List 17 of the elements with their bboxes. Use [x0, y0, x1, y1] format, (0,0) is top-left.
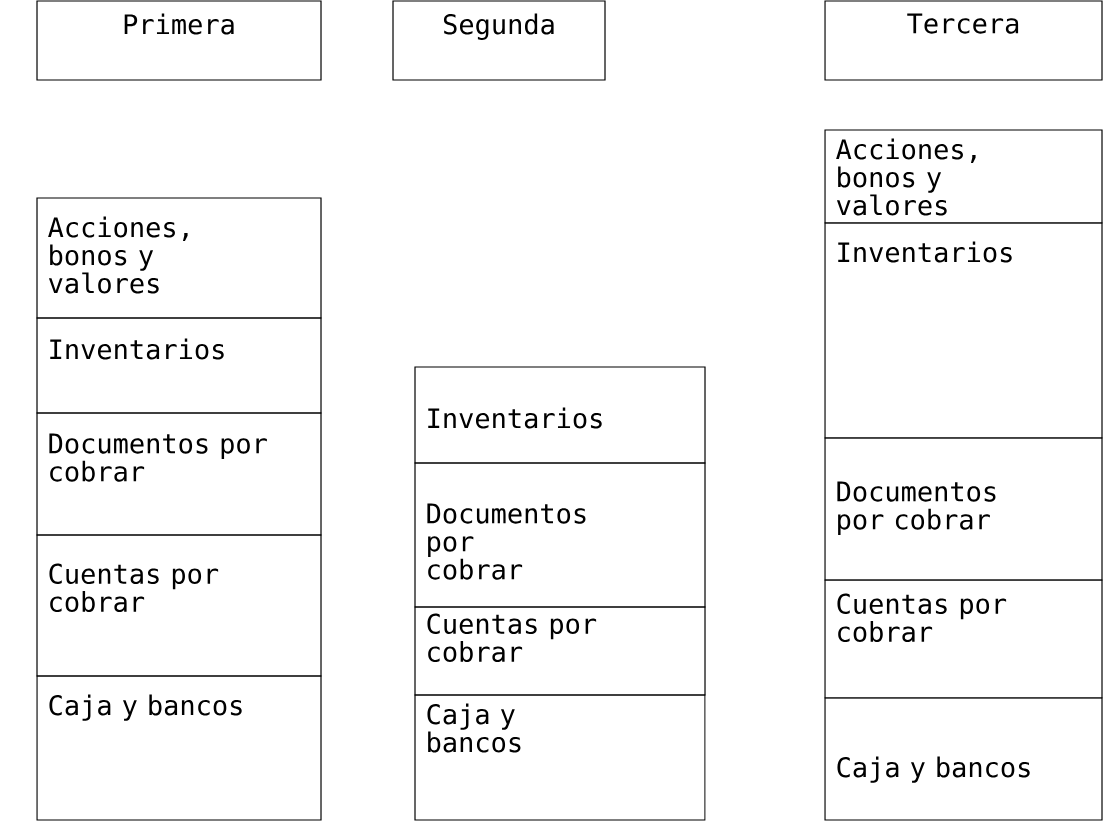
account-cell: Caja y bancos — [414, 694, 706, 821]
account-cell: Documentos por cobrar — [36, 412, 322, 536]
account-cell: Documentos por cobrar — [414, 462, 706, 608]
account-cell: Documentos por cobrar — [824, 437, 1103, 581]
account-cell: Cuentas por cobrar — [414, 606, 706, 696]
account-cell: Inventarios — [414, 366, 706, 464]
header-box: Tercera — [824, 0, 1103, 81]
header-box: Segunda — [392, 0, 606, 81]
account-cell: Caja y bancos — [824, 697, 1103, 821]
header-box: Primera — [36, 0, 322, 81]
account-cell: Cuentas por cobrar — [36, 534, 322, 677]
account-cell: Inventarios — [824, 222, 1103, 439]
account-cell: Acciones, bonos y valores — [824, 129, 1103, 224]
account-cell: Acciones, bonos y valores — [36, 197, 322, 319]
account-cell: Cuentas por cobrar — [824, 579, 1103, 699]
account-cell: Caja y bancos — [36, 675, 322, 821]
account-cell: Inventarios — [36, 317, 322, 414]
